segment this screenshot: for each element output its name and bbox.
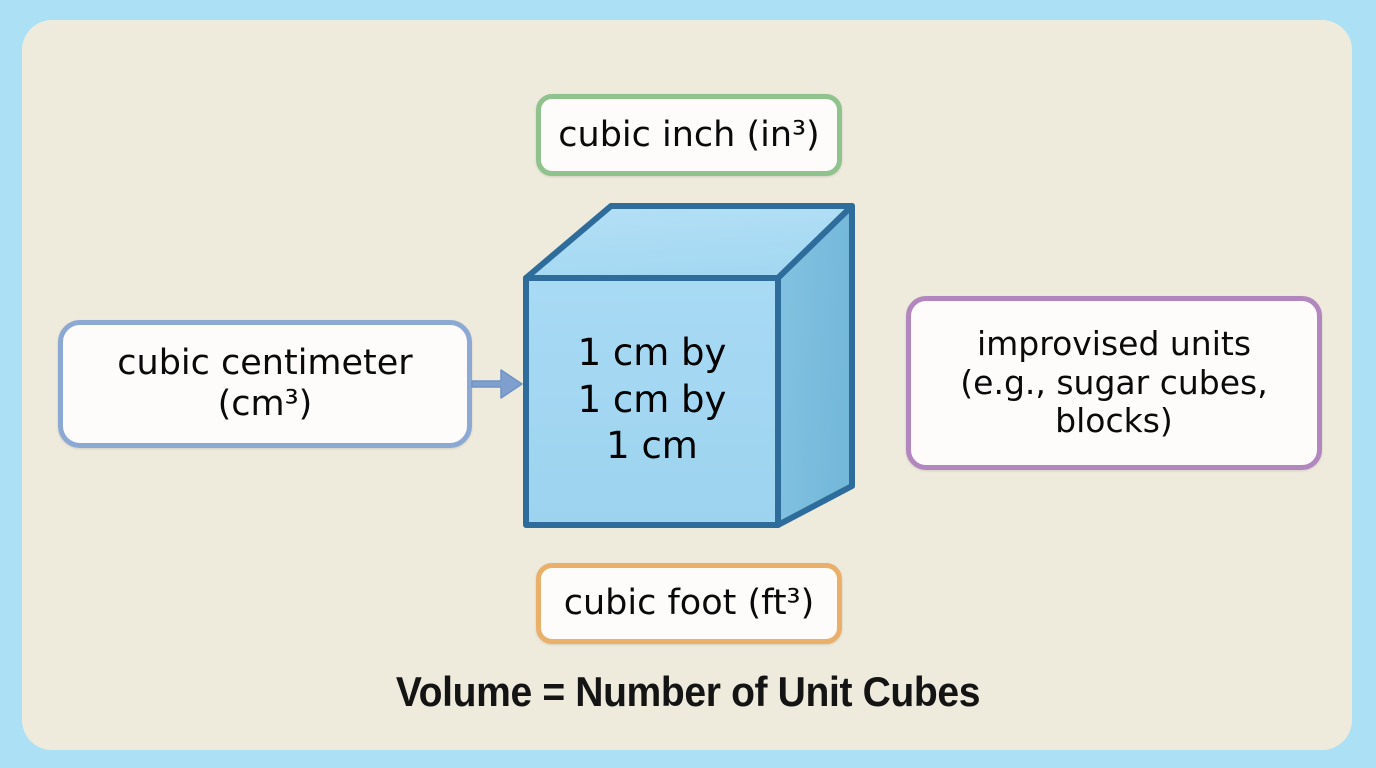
arrow-right-icon xyxy=(471,369,523,399)
label-box-cubic-inch-text: cubic inch (in³) xyxy=(558,114,820,155)
volume-formula-caption: Volume = Number of Unit Cubes xyxy=(395,668,981,715)
label-box-improvised-units[interactable]: improvised units (e.g., sugar cubes, blo… xyxy=(906,296,1322,470)
label-box-cubic-foot-text: cubic foot (ft³) xyxy=(563,583,815,624)
label-box-cubic-inch[interactable]: cubic inch (in³) xyxy=(536,94,842,176)
unit-cube-shape xyxy=(523,203,855,528)
label-box-cubic-centimeter-text: cubic centimeter (cm³) xyxy=(117,343,413,424)
label-box-cubic-centimeter[interactable]: cubic centimeter (cm³) xyxy=(58,320,472,448)
unit-cube-front-face xyxy=(523,275,781,528)
label-box-cubic-foot[interactable]: cubic foot (ft³) xyxy=(536,563,842,644)
label-box-improvised-units-text: improvised units (e.g., sugar cubes, blo… xyxy=(960,324,1268,441)
